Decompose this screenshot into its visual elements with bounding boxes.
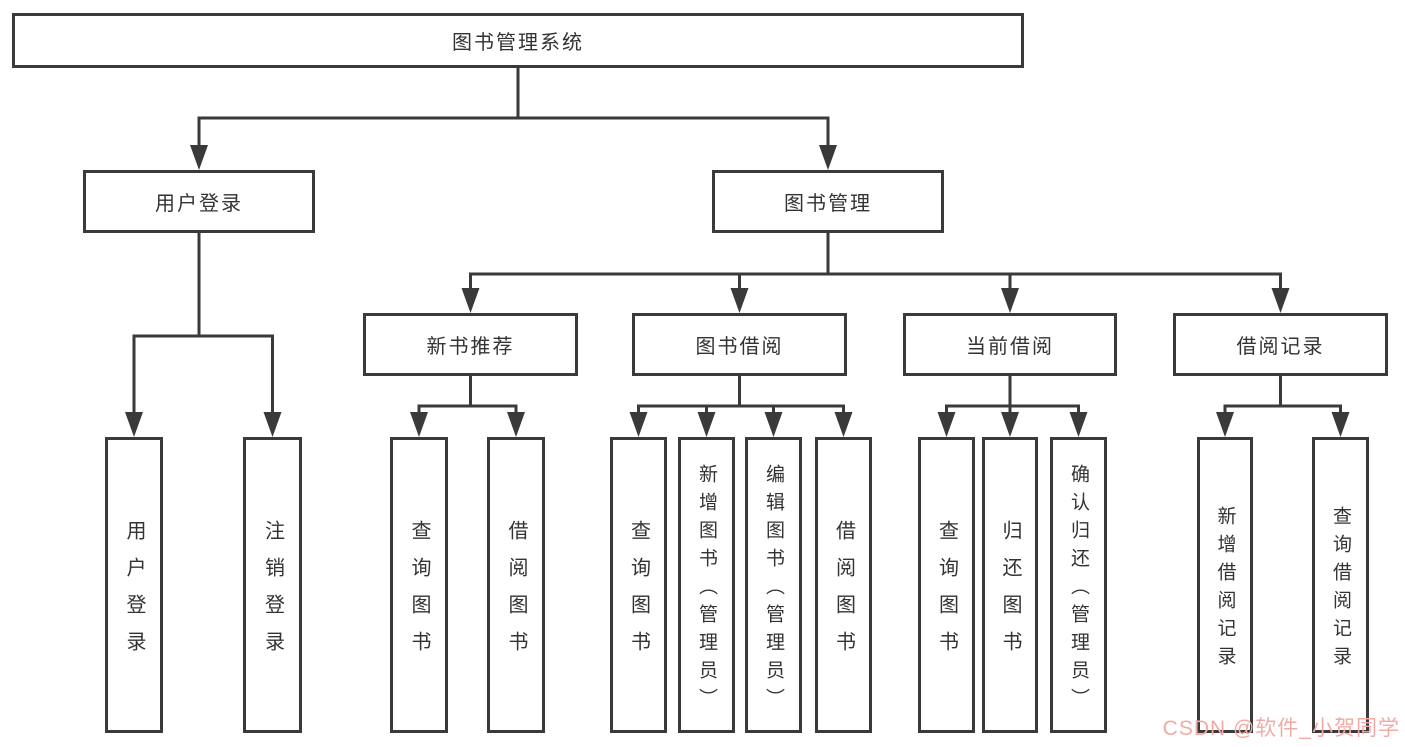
- node-label-leaf-query-books-3: 查询图书: [935, 519, 958, 668]
- node-leaf-logout: 注销登录: [243, 437, 302, 733]
- node-leaf-user-login: 用户登录: [105, 437, 163, 733]
- node-label-current-borrow: 当前借阅: [966, 336, 1054, 358]
- node-leaf-add-books: 新增图书（管理员）: [678, 437, 735, 733]
- node-leaf-query-books-2: 查询图书: [610, 437, 667, 733]
- node-root: 图书管理系统: [12, 13, 1024, 68]
- node-label-root: 图书管理系统: [452, 32, 584, 54]
- watermark-text: CSDN @软件_小贺同学: [1162, 717, 1400, 740]
- node-label-book-mgmt: 图书管理: [784, 193, 872, 215]
- node-label-leaf-confirm-return: 确认归还（管理员）: [1068, 463, 1089, 716]
- node-label-leaf-add-books: 新增图书（管理员）: [696, 463, 717, 716]
- node-leaf-return-books: 归还图书: [982, 437, 1038, 733]
- node-leaf-query-books-3: 查询图书: [918, 437, 975, 733]
- node-book-borrow: 图书借阅: [632, 313, 847, 376]
- node-label-borrow-records: 借阅记录: [1236, 336, 1325, 358]
- node-label-leaf-user-login: 用户登录: [123, 519, 145, 668]
- node-borrow-records: 借阅记录: [1173, 313, 1388, 376]
- node-new-books: 新书推荐: [363, 313, 578, 376]
- node-label-book-borrow: 图书借阅: [695, 336, 784, 358]
- node-leaf-query-record: 查询借阅记录: [1312, 437, 1369, 733]
- node-label-leaf-logout: 注销登录: [261, 519, 284, 668]
- node-label-leaf-edit-books: 编辑图书（管理员）: [763, 463, 784, 716]
- node-label-leaf-query-books-1: 查询图书: [408, 519, 430, 668]
- node-label-leaf-add-record: 新增借阅记录: [1214, 505, 1236, 674]
- node-leaf-add-record: 新增借阅记录: [1197, 437, 1253, 733]
- node-leaf-confirm-return: 确认归还（管理员）: [1050, 437, 1107, 733]
- node-current-borrow: 当前借阅: [903, 313, 1117, 376]
- node-leaf-borrow-books-2: 借阅图书: [815, 437, 872, 733]
- node-label-leaf-query-books-2: 查询图书: [627, 519, 650, 668]
- node-label-new-books: 新书推荐: [426, 336, 515, 358]
- node-leaf-borrow-books-1: 借阅图书: [487, 437, 545, 733]
- node-leaf-edit-books: 编辑图书（管理员）: [745, 437, 802, 733]
- node-label-leaf-borrow-books-1: 借阅图书: [505, 519, 527, 668]
- node-leaf-query-books-1: 查询图书: [390, 437, 448, 733]
- node-user-login: 用户登录: [83, 170, 315, 233]
- node-label-leaf-return-books: 归还图书: [999, 519, 1021, 668]
- node-label-leaf-query-record: 查询借阅记录: [1330, 505, 1351, 674]
- node-label-user-login: 用户登录: [155, 193, 243, 215]
- node-book-mgmt: 图书管理: [712, 170, 944, 233]
- node-label-leaf-borrow-books-2: 借阅图书: [832, 519, 855, 668]
